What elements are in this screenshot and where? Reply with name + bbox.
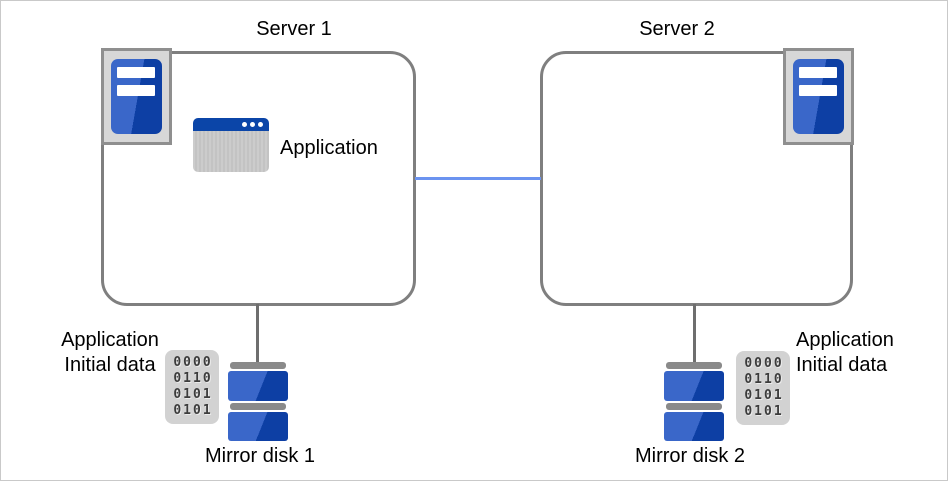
disk-platter-bar-icon [230, 403, 286, 410]
binary-data2-icon: 0000 0110 0101 0101 [736, 351, 790, 425]
server-tower-body-icon [111, 59, 162, 134]
window-control-dots-icon [242, 122, 263, 127]
mirror-disk2-label: Mirror disk 2 [634, 445, 745, 467]
application-label: Application [280, 137, 378, 159]
disk2-data-label-line2: Initial data [796, 354, 888, 376]
disk-block-icon [228, 412, 288, 441]
disk-platter-bar-icon [230, 362, 286, 369]
disk1-connector-line [256, 304, 259, 364]
server2-title: Server 2 [639, 18, 715, 40]
disk1-data-label-line1: Application [61, 329, 159, 351]
disk1-data-label: Application Initial data [30, 328, 190, 378]
disk-platter-bar-icon [666, 403, 722, 410]
server-tower-body-icon [793, 59, 844, 134]
binary-row: 0110 [173, 371, 213, 386]
binary-row: 0110 [744, 372, 784, 387]
drive-slot-bar-icon [799, 85, 837, 96]
binary-row: 0000 [744, 356, 784, 371]
network-link-line [415, 177, 541, 180]
binary-data1-icon: 0000 0110 0101 0101 [165, 350, 219, 424]
server1-tower-icon [101, 48, 172, 145]
disk-block-icon [664, 371, 724, 401]
binary-row: 0000 [173, 355, 213, 370]
mirror-disk2-icon [664, 362, 724, 443]
binary-row: 0101 [744, 388, 784, 403]
binary-row: 0101 [173, 387, 213, 402]
binary-row: 0101 [744, 404, 784, 419]
drive-slot-bar-icon [799, 67, 837, 78]
disk-block-icon [664, 412, 724, 441]
disk2-data-label-line1: Application [796, 329, 894, 351]
disk-block-icon [228, 371, 288, 401]
window-titlebar [193, 118, 269, 131]
disk2-connector-line [693, 304, 696, 364]
binary-row: 0101 [173, 403, 213, 418]
server1-title: Server 1 [256, 18, 332, 40]
disk-platter-bar-icon [666, 362, 722, 369]
disk1-data-label-line2: Initial data [64, 354, 156, 376]
drive-slot-bar-icon [117, 85, 155, 96]
window-body [193, 131, 269, 172]
server2-tower-icon [783, 48, 854, 145]
disk2-data-label: Application Initial data [796, 328, 894, 378]
mirror-disk1-label: Mirror disk 1 [204, 445, 315, 467]
drive-slot-bar-icon [117, 67, 155, 78]
mirror-disk1-icon [228, 362, 288, 443]
application-window-icon [193, 118, 269, 172]
